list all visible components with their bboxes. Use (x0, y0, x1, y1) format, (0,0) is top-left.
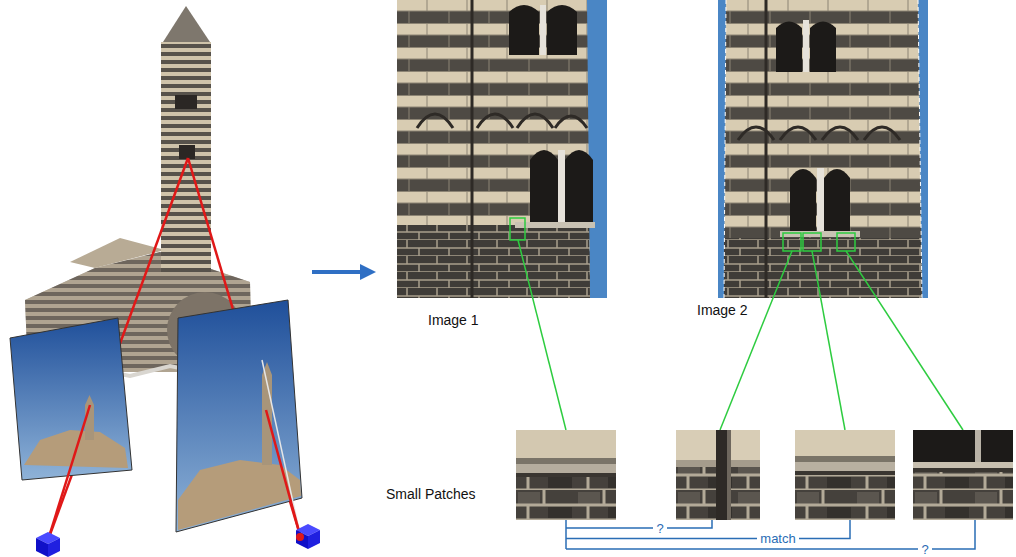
camera-image-left (10, 318, 132, 540)
image-caption: Image 1 (428, 312, 479, 328)
comparison-label: ? (653, 522, 666, 535)
camera-image-right (176, 300, 302, 535)
patch (676, 430, 760, 520)
comparison-brackets (566, 520, 975, 549)
patch-leaders (518, 240, 963, 430)
patch (516, 430, 616, 520)
photo-image-2 (718, 0, 928, 298)
transition-arrow (312, 264, 376, 280)
patch (913, 430, 1013, 520)
patch (795, 430, 895, 520)
comparison-label: ? (918, 543, 931, 556)
image-caption: Image 2 (697, 302, 748, 318)
photo-image-1 (397, 0, 607, 298)
comparison-label: match (757, 532, 798, 545)
camera-cubes (36, 524, 320, 557)
row-caption: Small Patches (386, 486, 475, 502)
